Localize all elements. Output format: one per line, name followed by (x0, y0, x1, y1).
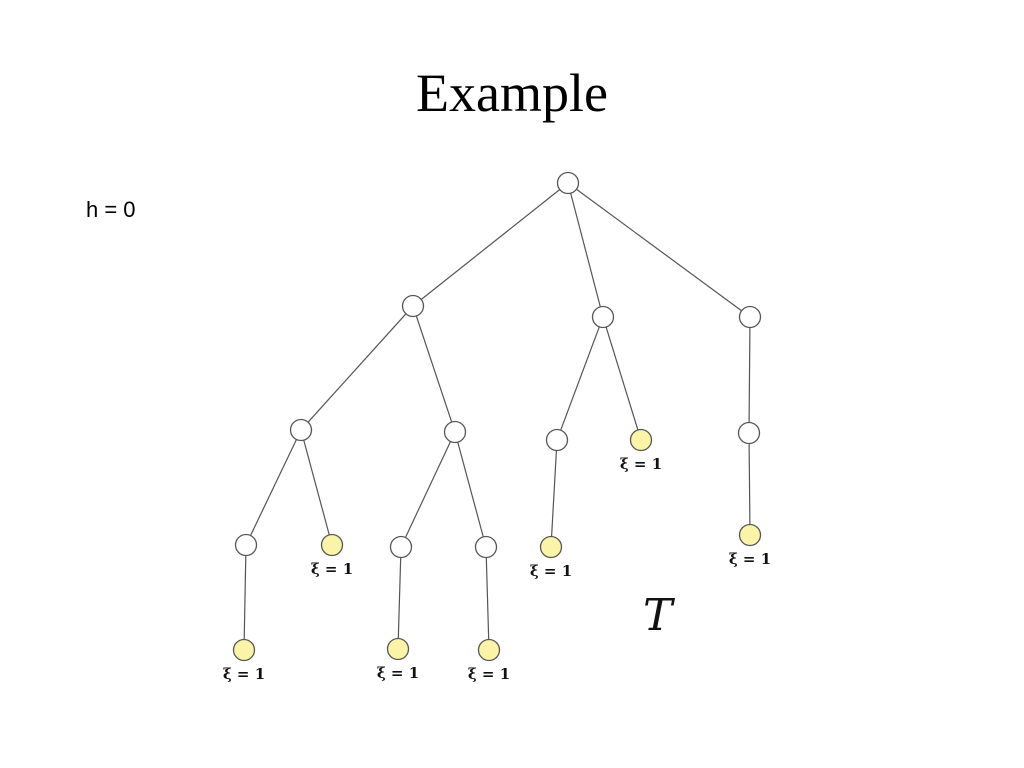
leaf-xi-label: ξ = 1 (620, 455, 662, 473)
tree-node (545, 428, 569, 452)
tree-node (443, 420, 467, 444)
slide-title: Example (416, 63, 608, 123)
tree-edge (415, 315, 453, 423)
tree-node (389, 535, 413, 559)
tree-edge (605, 326, 639, 431)
tree-name-label: T (643, 590, 676, 641)
tree-node (556, 171, 580, 195)
leaf-xi-label: ξ = 1 (311, 560, 353, 578)
leaf-node (232, 638, 256, 662)
tree-edge (748, 443, 751, 525)
leaf-node (386, 637, 410, 661)
tree-edge (560, 326, 600, 431)
tree-node (737, 421, 761, 445)
tree-edge (457, 441, 484, 538)
tree-node (591, 305, 615, 329)
leaf-node (539, 535, 563, 559)
h-counter-label: h = 0 (86, 197, 136, 222)
tree-edge (576, 188, 742, 312)
leaf-xi-label: ξ = 1 (729, 550, 771, 568)
leaf-node (320, 533, 344, 557)
tree-edge (404, 441, 452, 538)
leaf-node (477, 638, 501, 662)
leaf-xi-label: ξ = 1 (377, 664, 419, 682)
tree-edge (550, 450, 558, 537)
tree-edge (243, 555, 247, 640)
tree-edge (570, 193, 601, 307)
tree-edge (748, 327, 751, 423)
tree-edge (307, 313, 407, 423)
leaf-xi-label: ξ = 1 (530, 562, 572, 580)
leaf-xi-label: ξ = 1 (223, 665, 265, 683)
tree-edge (249, 439, 298, 536)
tree-node (738, 305, 762, 329)
tree-edge (303, 439, 330, 536)
leaf-node (738, 523, 762, 547)
leaf-node (629, 428, 653, 452)
tree-node (234, 533, 258, 557)
tree-edge (485, 557, 490, 640)
tree-edge (397, 557, 402, 639)
tree-node (474, 535, 498, 559)
tree-edge (420, 189, 561, 300)
tree-node (401, 294, 425, 318)
tree-node (289, 418, 313, 442)
leaf-xi-label: ξ = 1 (468, 665, 510, 683)
